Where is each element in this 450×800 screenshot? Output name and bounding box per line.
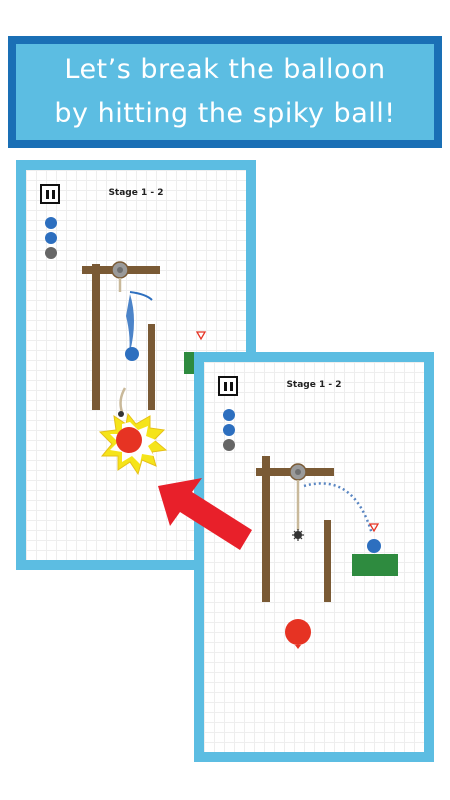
banner-line-1: Let’s break the balloon xyxy=(64,54,386,85)
pause-icon-bar-left xyxy=(45,189,49,199)
blue-ball xyxy=(125,347,139,361)
pause-icon-bar-right xyxy=(229,381,233,391)
game-scene-setup xyxy=(256,456,398,649)
spiky-ball-icon xyxy=(118,411,124,417)
broken-rope xyxy=(119,387,127,413)
screenshot-frame-setup: Stage 1 - 2 xyxy=(194,352,434,762)
target-triangle-icon xyxy=(195,331,207,341)
ball-trail-arc xyxy=(129,291,153,301)
pause-button[interactable] xyxy=(218,376,238,396)
balloon-popping-icon xyxy=(116,427,142,453)
remaining-ball-1 xyxy=(45,217,57,229)
wood-post-left xyxy=(92,264,100,410)
wood-post-right xyxy=(148,324,155,410)
remaining-ball-3 xyxy=(223,439,235,451)
wood-post-right xyxy=(324,520,331,602)
stage-label: Stage 1 - 2 xyxy=(108,188,164,198)
pause-icon-bar-right xyxy=(51,189,55,199)
remaining-ball-2 xyxy=(223,424,235,436)
balloon-icon xyxy=(285,619,311,649)
wood-post-left xyxy=(262,456,270,602)
banner-line-2: by hitting the spiky ball! xyxy=(54,98,396,129)
stage-label: Stage 1 - 2 xyxy=(286,380,342,390)
remaining-ball-2 xyxy=(45,232,57,244)
spiky-ball-icon xyxy=(292,529,304,541)
instruction-banner: Let’s break the balloon by hitting the s… xyxy=(8,36,442,148)
red-arrow-icon xyxy=(158,478,252,550)
aim-trajectory xyxy=(303,482,374,535)
pulley-hub xyxy=(117,267,123,273)
target-triangle-icon xyxy=(368,523,380,533)
pause-button[interactable] xyxy=(40,184,60,204)
instruction-banner-inner: Let’s break the balloon by hitting the s… xyxy=(16,44,434,140)
game-screen-setup: Stage 1 - 2 xyxy=(204,362,424,752)
pause-icon-bar-left xyxy=(223,381,227,391)
blue-ball xyxy=(367,539,381,553)
remaining-ball-3 xyxy=(45,247,57,259)
remaining-ball-1 xyxy=(223,409,235,421)
ball-motion-trail xyxy=(126,294,134,360)
green-platform xyxy=(352,554,398,576)
pulley-hub xyxy=(295,469,301,475)
